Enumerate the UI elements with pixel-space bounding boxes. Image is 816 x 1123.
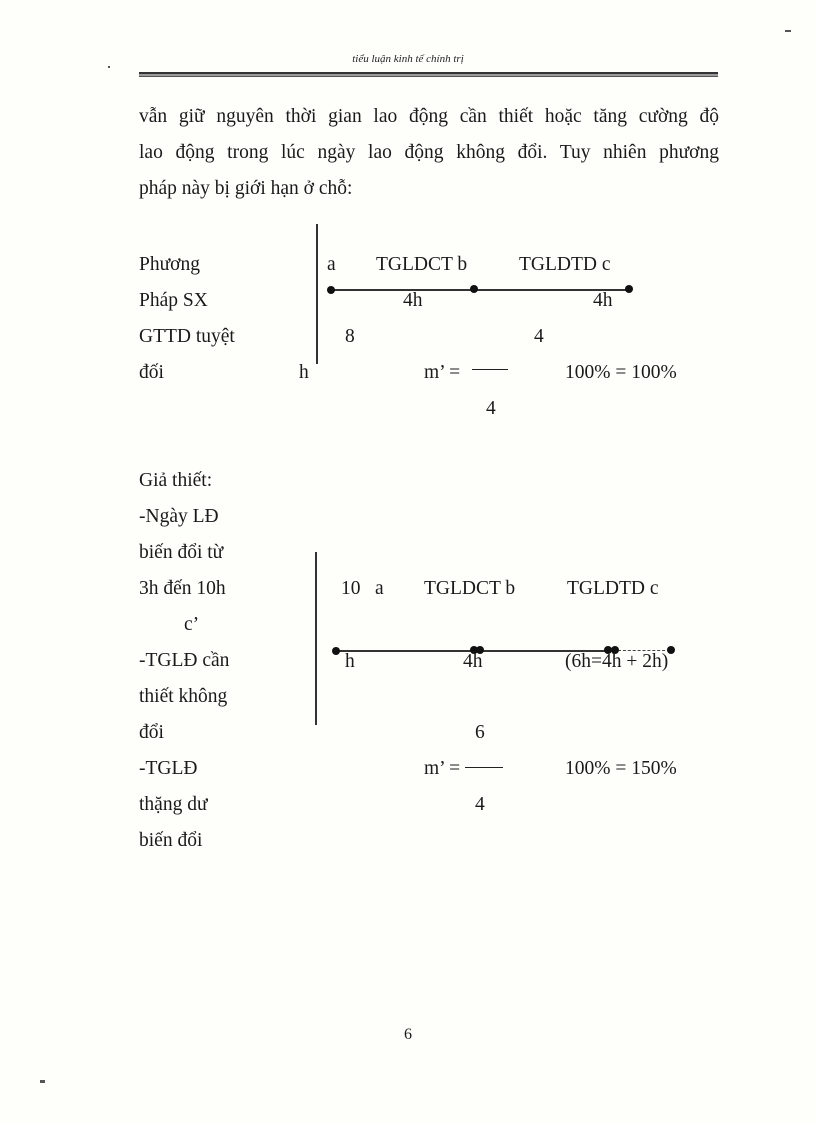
diagram2-timeline-dashed	[618, 650, 670, 651]
diagram1-label: GTTD tuyệt	[139, 326, 235, 347]
formula1-fraction-bar	[472, 369, 508, 371]
formula2-denominator: 4	[475, 794, 485, 815]
paragraph-line: vẫn giữ nguyên thời gian lao động cần th…	[139, 106, 719, 127]
diagram2-label: biến đổi từ	[139, 542, 224, 563]
timeline-point-a-icon	[327, 286, 335, 294]
diagram1-tgldtd-c: TGLDTD c	[519, 254, 611, 275]
diagram1-label: đối	[139, 362, 164, 383]
diagram1-hour-unit: h	[299, 362, 309, 383]
diagram2-label: thiết không	[139, 686, 228, 707]
scan-artifact	[40, 1080, 45, 1083]
diagram2-label: -TGLĐ cần	[139, 650, 230, 671]
paragraph-line: pháp này bị giới hạn ở chỗ:	[139, 178, 353, 199]
scan-artifact	[108, 66, 110, 68]
diagram2-label-c-prime: c’	[184, 614, 200, 635]
timeline-point-c-prime-icon	[667, 646, 675, 654]
diagram2-segment-end: (6h=4h + 2h)	[565, 651, 669, 672]
timeline-point-c-icon	[604, 646, 612, 654]
running-header-title: tiểu luận kinh tế chính trị	[352, 53, 464, 65]
diagram1-vertical-axis	[316, 224, 318, 364]
diagram1-segment-label: 4h	[403, 290, 423, 311]
diagram2-vertical-axis	[315, 552, 317, 725]
body-paragraph: vẫn giữ nguyên thời gian lao động cần th…	[139, 99, 719, 207]
diagram1-timeline	[331, 289, 629, 291]
formula2-result: 100% = 150%	[565, 758, 677, 779]
formula1-prefix: m’ =	[424, 362, 461, 383]
diagram2-segment-middle: 4h	[463, 651, 483, 672]
diagram1-tgldct-b: TGLDCT b	[376, 254, 468, 275]
paragraph-line: lao động trong lúc ngày lao động không đ…	[139, 142, 719, 163]
formula2-fraction-bar	[465, 767, 503, 769]
diagram2-label: đổi	[139, 722, 164, 743]
timeline-point-b-icon	[470, 285, 478, 293]
diagram2-label: -TGLĐ	[139, 758, 198, 779]
diagram2-label: -Ngày LĐ	[139, 506, 219, 527]
scan-artifact	[785, 30, 791, 32]
diagram1-label: Phương	[139, 254, 200, 275]
formula2-numerator: 6	[475, 722, 485, 743]
diagram1-label: Pháp SX	[139, 290, 208, 311]
header-rule-divider	[139, 72, 718, 77]
page-number: 6	[404, 1026, 412, 1043]
diagram1-point-a: a	[327, 254, 336, 275]
diagram2-label: thặng dư	[139, 794, 208, 815]
formula1-denominator: 4	[486, 398, 496, 419]
diagram2-label: Giả thiết:	[139, 470, 213, 491]
timeline-point-c-icon	[625, 285, 633, 293]
diagram2-label: biến đổi	[139, 830, 203, 851]
timeline-point-a-icon	[332, 647, 340, 655]
timeline-point-b-icon	[476, 646, 484, 654]
formula1-result: 100% = 100%	[565, 362, 677, 383]
formula1-numerator: 4	[534, 326, 544, 347]
timeline-point-c-icon	[611, 646, 619, 654]
formula2-prefix: m’ =	[424, 758, 461, 779]
diagram1-segment-label: 4h	[593, 290, 613, 311]
diagram2-tgldtd-c: TGLDTD c	[567, 578, 659, 599]
timeline-point-b-icon	[470, 646, 478, 654]
diagram1-day-length: 8	[345, 326, 355, 347]
diagram2-point-a: a	[375, 578, 384, 599]
diagram2-segment-start: h	[345, 651, 355, 672]
diagram2-day-length: 10	[341, 578, 361, 599]
diagram2-label: 3h đến 10h	[139, 578, 226, 599]
diagram2-tgldct-b: TGLDCT b	[424, 578, 516, 599]
